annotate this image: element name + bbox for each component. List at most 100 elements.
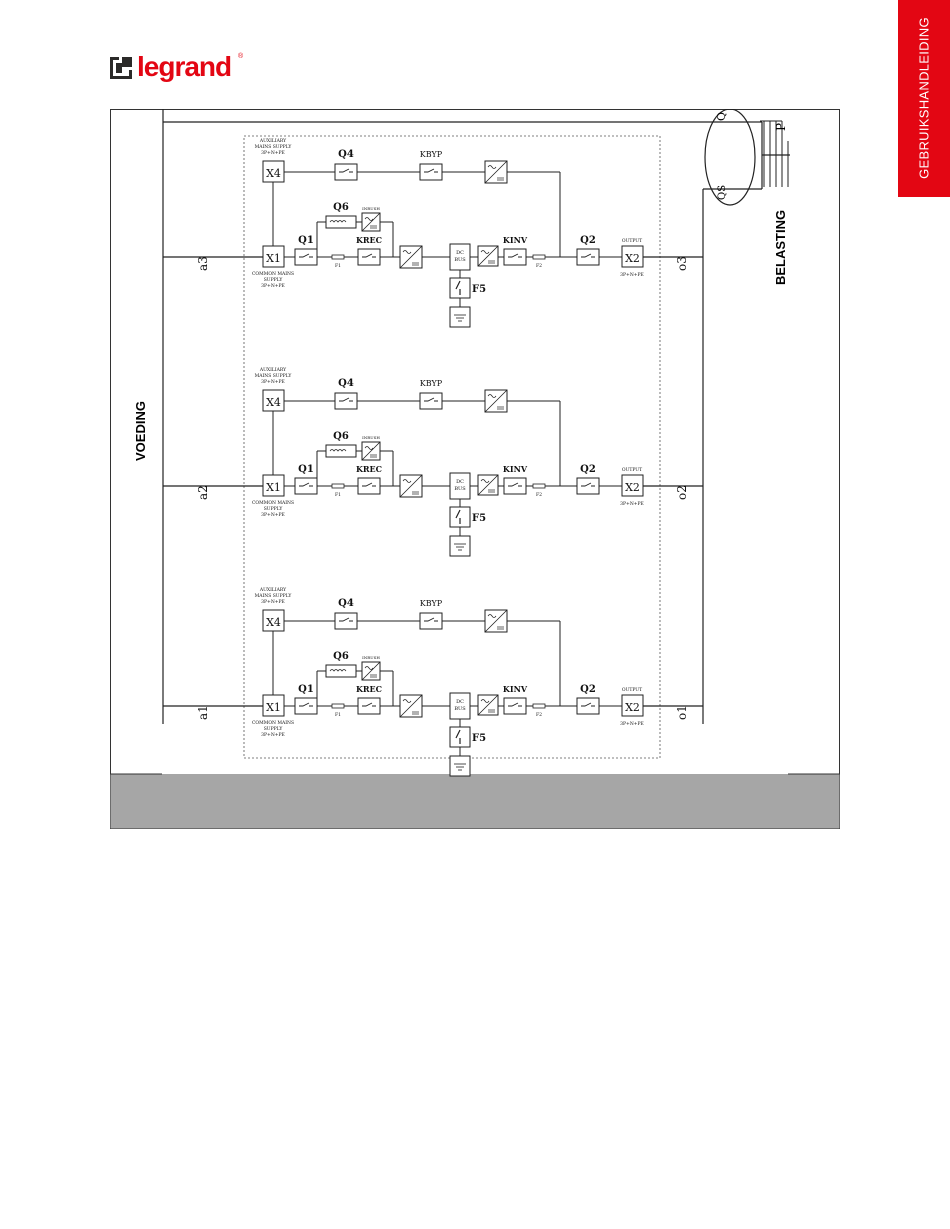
- q1-label: Q1: [298, 684, 314, 695]
- q6-switch: [325, 664, 357, 678]
- output-label-o2: o2: [675, 485, 689, 500]
- x1-label: X1: [266, 481, 281, 494]
- dc-bus-label-1: DC: [456, 250, 464, 256]
- q4-label: Q4: [338, 149, 354, 160]
- common-supply-text: SUPPLY: [264, 277, 284, 283]
- output-text: OUTPUT: [622, 467, 642, 473]
- registered-mark: ®: [238, 53, 244, 60]
- kinv-switch: [503, 248, 527, 266]
- aux-supply-text: 3P+N+PE: [261, 599, 285, 605]
- q2-label: Q2: [580, 684, 596, 695]
- q2-switch: [576, 697, 600, 715]
- dc-bus-label-2: BUS: [454, 486, 466, 492]
- battery: [449, 535, 471, 557]
- q1-switch: [294, 477, 318, 495]
- output-phase-text: 3P+N+PE: [620, 721, 644, 727]
- kinv-switch: [503, 477, 527, 495]
- inrush-label: INRUSH: [362, 655, 380, 660]
- krec-label: KREC: [356, 684, 382, 694]
- common-supply-text: 3P+N+PE: [261, 732, 285, 738]
- x2-terminal: [621, 694, 644, 717]
- q6-switch: [325, 215, 357, 229]
- kbyp-label: KBYP: [420, 599, 443, 608]
- q6-label: Q6: [333, 651, 349, 662]
- kbyp-label: KBYP: [420, 379, 443, 388]
- aux-supply-text: AUXILIARY: [259, 367, 287, 373]
- side-tab-label: GEBRUIKSHANDLEIDING: [916, 17, 932, 179]
- q4-label: Q4: [338, 598, 354, 609]
- x4-label: X4: [266, 167, 281, 180]
- q6-label: Q6: [333, 431, 349, 442]
- common-supply-text: 3P+N+PE: [261, 283, 285, 289]
- common-supply-text: COMMON MAINS: [252, 720, 294, 726]
- input-label-a1: a1: [196, 705, 210, 720]
- q4-switch: [334, 163, 358, 181]
- x2-label: X2: [625, 481, 640, 494]
- q4-switch: [334, 392, 358, 410]
- battery: [449, 306, 471, 328]
- aux-supply-text: 3P+N+PE: [261, 379, 285, 385]
- common-supply-text: SUPPLY: [264, 506, 284, 512]
- input-label-a3: a3: [196, 256, 210, 271]
- belasting-label: BELASTING: [773, 210, 788, 285]
- x2-label: X2: [625, 252, 640, 265]
- footer-band: [110, 774, 840, 829]
- kinv-label: KINV: [503, 235, 528, 245]
- aux-supply-text: MAINS SUPPLY: [255, 373, 293, 379]
- side-tab: GEBRUIKSHANDLEIDING: [898, 0, 950, 197]
- x2-terminal: [621, 245, 644, 268]
- kbyp-switch: [419, 612, 443, 630]
- legrand-logo-mark: [110, 57, 132, 79]
- diagram-frame: [110, 109, 840, 829]
- inrush-label: INRUSH: [362, 206, 380, 211]
- q4-switch: [334, 612, 358, 630]
- aux-supply-text: 3P+N+PE: [261, 150, 285, 156]
- kinv-switch: [503, 697, 527, 715]
- f1-label: F1: [335, 712, 341, 718]
- q1-label: Q1: [298, 464, 314, 475]
- kbyp-switch: [419, 392, 443, 410]
- krec-label: KREC: [356, 235, 382, 245]
- bypass-label-qs: QS: [717, 185, 728, 200]
- battery: [449, 755, 471, 777]
- kbyp-switch: [419, 163, 443, 181]
- q4-label: Q4: [338, 378, 354, 389]
- q1-switch: [294, 697, 318, 715]
- x2-terminal: [621, 474, 644, 497]
- output-phase-text: 3P+N+PE: [620, 501, 644, 507]
- krec-switch: [357, 477, 381, 495]
- q6-label: Q6: [333, 202, 349, 213]
- f5-label: F5: [472, 733, 486, 744]
- common-supply-text: COMMON MAINS: [252, 271, 294, 277]
- aux-supply-text: MAINS SUPPLY: [255, 593, 293, 599]
- krec-switch: [357, 248, 381, 266]
- f5-label: F5: [472, 513, 486, 524]
- q2-switch: [576, 248, 600, 266]
- dc-bus-label-2: BUS: [454, 257, 466, 263]
- f1-label: F1: [335, 492, 341, 498]
- x1-label: X1: [266, 252, 281, 265]
- bypass-switch-ellipse: [704, 108, 756, 206]
- aux-supply-text: AUXILIARY: [259, 138, 287, 144]
- aux-supply-text: MAINS SUPPLY: [255, 144, 293, 150]
- common-supply-text: SUPPLY: [264, 726, 284, 732]
- x4-label: X4: [266, 396, 281, 409]
- output-text: OUTPUT: [622, 687, 642, 693]
- q2-label: Q2: [580, 235, 596, 246]
- krec-switch: [357, 697, 381, 715]
- dc-bus-label-2: BUS: [454, 706, 466, 712]
- kinv-label: KINV: [503, 464, 528, 474]
- q1-switch: [294, 248, 318, 266]
- aux-supply-text: AUXILIARY: [259, 587, 287, 593]
- dc-bus-label-1: DC: [456, 699, 464, 705]
- x2-label: X2: [625, 701, 640, 714]
- voeding-label: VOEDING: [133, 401, 148, 461]
- f2-label: F2: [536, 712, 542, 718]
- output-label-o3: o3: [675, 256, 689, 271]
- q2-label: Q2: [580, 464, 596, 475]
